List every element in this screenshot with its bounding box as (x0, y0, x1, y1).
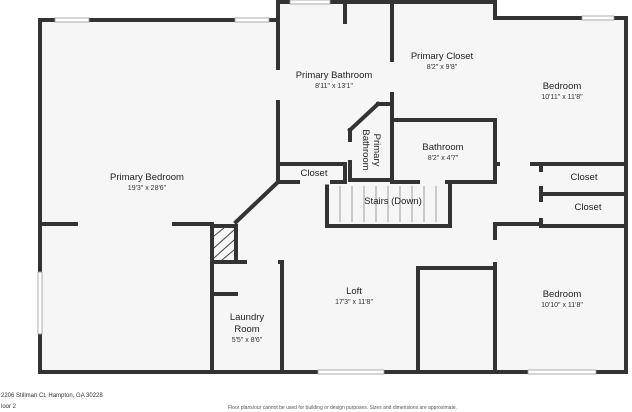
loft-name: Loft (346, 286, 362, 297)
closet-right-2-name: Closet (575, 202, 602, 213)
closet-small-name: Closet (301, 168, 328, 179)
stair-treads (339, 186, 437, 222)
bathroom-name: Bathroom (422, 142, 463, 153)
primary-closet-dims: 8'2" x 9'8" (427, 64, 458, 71)
laundry-line-2: Room (234, 324, 259, 335)
windows (37, 0, 615, 375)
closet-right-1-name: Closet (571, 172, 598, 183)
primary-bathroom-name: Primary Bathroom (296, 70, 373, 81)
nook-line-2: Bathroom (360, 129, 371, 170)
property-address: 2206 Stillman Ct, Hampton, GA 30228 (1, 393, 103, 399)
bedroom-top-dims: 10'11" x 11'8" (541, 94, 583, 101)
primary-bedroom-dims: 19'3" x 28'6" (128, 185, 167, 192)
bedroom-top-name: Bedroom (543, 81, 582, 92)
bedroom-bottom-name: Bedroom (543, 289, 582, 300)
primary-closet-name: Primary Closet (411, 51, 474, 62)
laundry-dims: 5'5" x 8'6" (232, 337, 263, 344)
primary-bathroom-nook-label: Primary Bathroom (360, 129, 382, 170)
stairs-name: Stairs (Down) (364, 196, 422, 207)
disclaimer-text: Floor plans/our cannot be used for build… (228, 405, 458, 411)
laundry-line-1: Laundry (230, 312, 265, 323)
bathroom-dims: 8'2" x 4'7" (428, 155, 459, 162)
bedroom-bottom-dims: 10'10" x 11'8" (541, 302, 583, 309)
nook-line-1: Primary (371, 134, 382, 167)
door-openings (247, 62, 544, 265)
loft-dims: 17'3" x 11'8" (335, 299, 373, 306)
walls (38, 0, 628, 374)
primary-bedroom-name: Primary Bedroom (110, 172, 184, 183)
shaft-hatch (213, 227, 235, 261)
primary-bathroom-dims: 8'11" x 13'1" (315, 83, 353, 90)
floor-label: loor 2 (1, 404, 17, 410)
